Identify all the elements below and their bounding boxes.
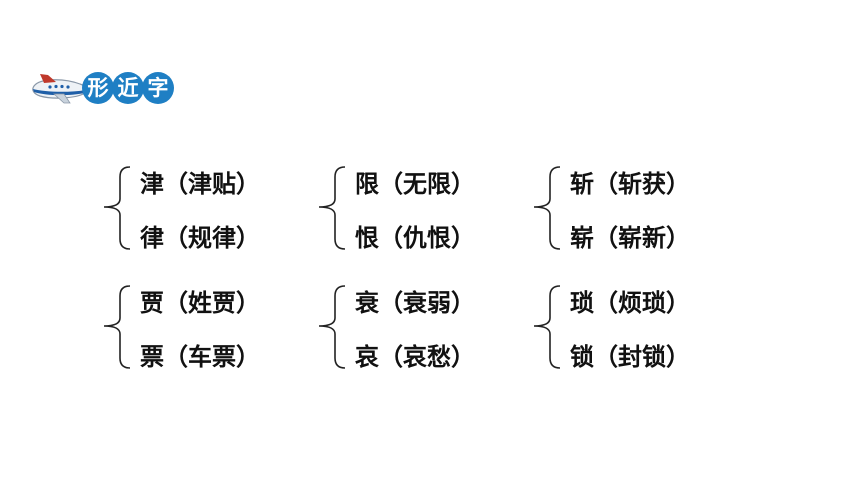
brace-icon xyxy=(103,285,131,369)
char-group-1: 津（津贴） 律（规律） xyxy=(100,163,300,273)
char-pair-top: 斩（斩获） xyxy=(570,170,690,198)
brace-icon xyxy=(533,166,561,250)
char-pair-bottom: 票（车票） xyxy=(140,343,260,371)
char-pair-bottom: 崭（崭新） xyxy=(570,224,690,252)
title-char-3: 字 xyxy=(142,72,174,104)
char-group-6: 琐（烦琐） 锁（封锁） xyxy=(530,282,730,392)
char-group-2: 限（无限） 恨（仇恨） xyxy=(315,163,515,273)
brace-icon xyxy=(533,285,561,369)
char-pair-bottom: 律（规律） xyxy=(140,224,260,252)
char-group-4: 贾（姓贾） 票（车票） xyxy=(100,282,300,392)
char-pair-top: 衰（衰弱） xyxy=(355,289,475,317)
title-char-1: 形 xyxy=(82,72,114,104)
char-pair-top: 贾（姓贾） xyxy=(140,289,260,317)
char-group-3: 斩（斩获） 崭（崭新） xyxy=(530,163,730,273)
section-header: 形 近 字 xyxy=(30,70,190,106)
char-pair-top: 限（无限） xyxy=(355,170,475,198)
brace-icon xyxy=(318,166,346,250)
char-group-5: 衰（衰弱） 哀（哀愁） xyxy=(315,282,515,392)
airplane-icon xyxy=(32,74,88,104)
char-pair-bottom: 锁（封锁） xyxy=(570,343,690,371)
char-pair-bottom: 哀（哀愁） xyxy=(355,343,475,371)
title-char-2: 近 xyxy=(112,72,144,104)
brace-icon xyxy=(318,285,346,369)
char-pair-top: 津（津贴） xyxy=(140,170,260,198)
char-pair-bottom: 恨（仇恨） xyxy=(355,224,475,252)
brace-icon xyxy=(103,166,131,250)
char-pair-top: 琐（烦琐） xyxy=(570,289,690,317)
